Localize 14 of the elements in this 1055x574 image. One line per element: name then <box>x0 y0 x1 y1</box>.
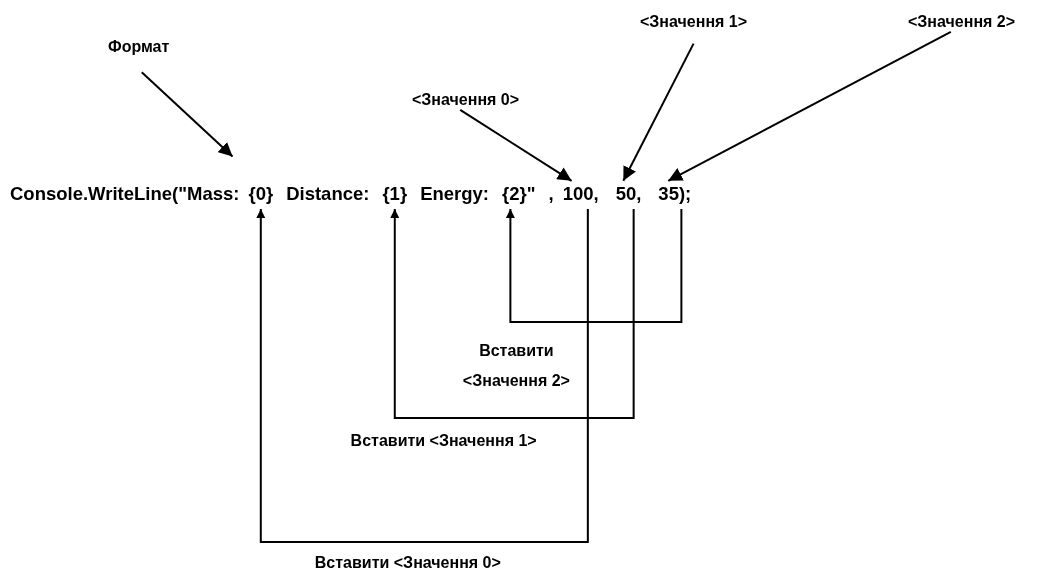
edge-label: Вставити <Значення 1> <box>349 431 538 451</box>
arrow <box>622 42 695 182</box>
arrow <box>667 30 952 182</box>
callout-text: <Значення 0> <box>412 91 520 109</box>
callout-text: <Значення 1> <box>640 13 748 31</box>
edge-label: Вставити <Значення 2> <box>461 341 571 392</box>
arrow <box>390 208 635 419</box>
callout-text: <Значення 2> <box>908 13 1016 31</box>
arrow <box>140 71 234 158</box>
arrow <box>459 108 573 182</box>
arrow <box>256 208 589 543</box>
edge-label: Вставити <Значення 0> <box>313 553 502 573</box>
arrow <box>505 208 683 323</box>
callout-text: Формат <box>108 38 170 56</box>
